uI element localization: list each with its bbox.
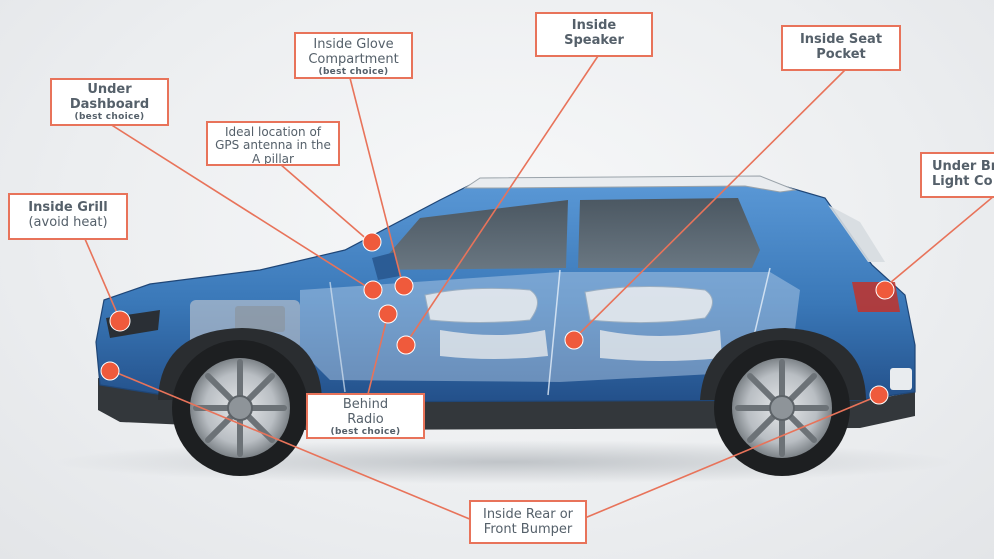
leader-gps-antenna — [279, 163, 371, 243]
leader-seat-pocket — [572, 69, 846, 341]
roof-rail — [463, 175, 797, 193]
front-wheel — [172, 340, 308, 476]
rear-quarter-glass — [828, 205, 885, 262]
marker-behind-radio — [378, 304, 398, 324]
marker-under-dashboard — [363, 280, 383, 300]
label-text: Front Bumper — [483, 521, 573, 537]
label-behind-radio: Behind Radio (best choice) — [306, 393, 425, 439]
side-mirror — [372, 252, 400, 280]
rear-bumper-reflector — [890, 368, 912, 390]
label-text: Speaker — [564, 32, 624, 48]
label-text: Inside — [571, 18, 617, 33]
marker-rear-bumper — [869, 385, 889, 405]
leader-behind-radio — [367, 313, 389, 395]
leader-under-dashboard — [109, 123, 373, 291]
marker-inside-speaker — [396, 335, 416, 355]
leader-bumper-rear — [579, 394, 881, 521]
label-text: (avoid heat) — [28, 214, 108, 230]
rear-window — [578, 198, 760, 268]
label-text: GPS antenna in the — [215, 138, 331, 153]
placement-markers — [100, 232, 895, 405]
front-seat — [424, 287, 538, 323]
label-text: Inside Rear or — [482, 507, 574, 522]
label-note: (best choice) — [330, 427, 401, 438]
label-text: Compartment — [308, 51, 399, 67]
label-under-dashboard: Under Dashboard (best choice) — [50, 78, 169, 126]
label-text: Inside Glove — [313, 37, 394, 52]
label-gps-antenna: Ideal location of GPS antenna in the A p… — [206, 121, 340, 166]
leader-lines — [84, 55, 994, 521]
label-text: Dashboard — [69, 96, 150, 112]
label-inside-speaker: Inside Speaker — [535, 12, 653, 57]
label-glove-compartment: Inside Glove Compartment (best choice) — [294, 32, 413, 79]
door-seam-front — [547, 269, 561, 396]
marker-seat-pocket — [564, 330, 584, 350]
leader-bumper-front — [109, 369, 473, 521]
leader-glove-compartment — [349, 77, 404, 287]
marker-gps-antenna — [362, 232, 382, 252]
label-text: Behind — [342, 397, 389, 412]
label-text: Radio — [347, 411, 384, 427]
marker-front-bumper — [100, 361, 120, 381]
leader-inside-grill — [84, 238, 121, 321]
front-window — [375, 200, 568, 270]
marker-brake-light — [875, 280, 895, 300]
rear-wheel — [714, 340, 850, 476]
label-text: Light Co — [932, 173, 993, 189]
label-text: Inside Grill — [28, 200, 108, 215]
marker-glove-compartment — [394, 276, 414, 296]
label-text: Under — [87, 82, 132, 97]
label-inside-grill: Inside Grill (avoid heat) — [8, 193, 128, 240]
label-note: (best choice) — [318, 67, 389, 78]
label-note: (best choice) — [74, 112, 145, 123]
label-seat-pocket: Inside Seat Pocket — [781, 25, 901, 71]
label-text: Pocket — [816, 46, 866, 62]
marker-inside-grill — [109, 310, 131, 332]
label-bumper: Inside Rear or Front Bumper — [469, 500, 587, 544]
label-text: Under Br — [932, 159, 994, 174]
label-text: A pillar — [252, 151, 294, 166]
label-text: Inside Seat — [799, 32, 883, 47]
rear-seat — [584, 285, 713, 324]
label-brake-light: Under Br Light Co — [920, 152, 994, 198]
leader-brake-light — [883, 195, 994, 289]
leader-inside-speaker — [404, 55, 599, 346]
label-text: Ideal location of — [224, 125, 322, 139]
